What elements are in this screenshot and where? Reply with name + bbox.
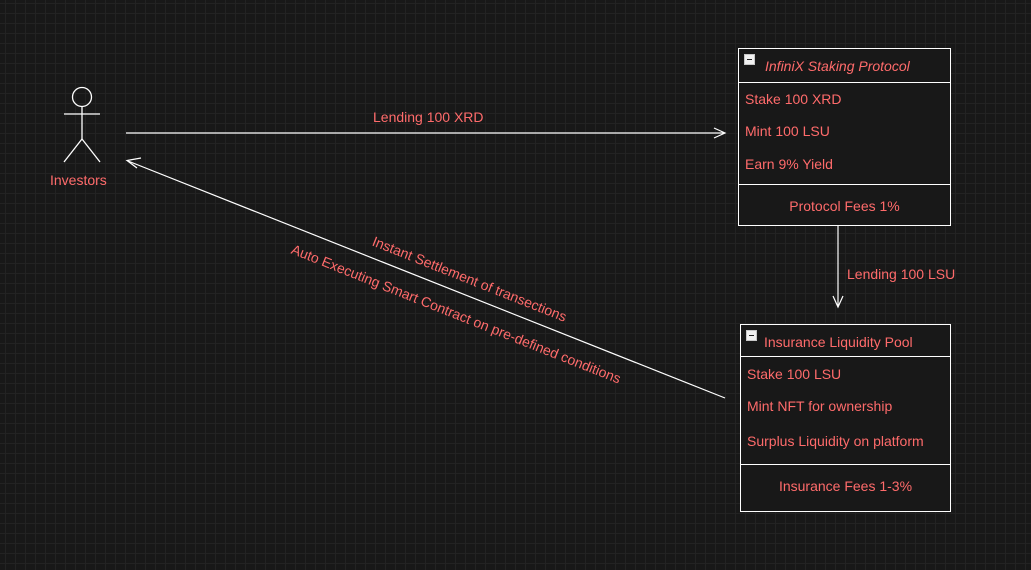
staking-attribute: Earn 9% Yield [745, 156, 833, 172]
insurance-attribute: Surplus Liquidity on platform [747, 433, 924, 449]
insurance-pool-class[interactable]: Insurance Liquidity Pool Stake 100 LSU M… [740, 324, 951, 512]
lending-lsu-label: Lending 100 LSU [847, 266, 956, 282]
actor-head [71, 86, 93, 108]
insurance-fees-method: Insurance Fees 1-3% [778, 478, 913, 494]
lending-lsu-arrow[interactable] [832, 226, 844, 309]
staking-protocol-header: InfiniX Staking Protocol [739, 49, 950, 83]
staking-protocol-title: InfiniX Staking Protocol [765, 58, 910, 74]
actor-left-leg [63, 138, 83, 163]
lending-xrd-label: Lending 100 XRD [373, 109, 484, 125]
staking-protocol-class[interactable]: InfiniX Staking Protocol Stake 100 XRD M… [738, 48, 951, 226]
insurance-divider [741, 464, 950, 465]
collapse-icon[interactable] [744, 54, 755, 65]
staking-divider [739, 184, 950, 185]
actor-right-leg [81, 138, 101, 163]
staking-fees-method: Protocol Fees 1% [789, 198, 900, 214]
settlement-return-arrow[interactable] [125, 157, 726, 399]
staking-attribute: Mint 100 LSU [745, 123, 830, 139]
insurance-pool-title: Insurance Liquidity Pool [764, 334, 913, 350]
insurance-pool-header: Insurance Liquidity Pool [741, 325, 950, 357]
insurance-attribute: Stake 100 LSU [747, 366, 842, 382]
collapse-icon[interactable] [746, 330, 757, 341]
lending-xrd-arrow[interactable] [126, 127, 727, 139]
staking-attribute: Stake 100 XRD [745, 91, 842, 107]
investor-actor-figure[interactable] [63, 86, 101, 163]
insurance-attribute: Mint NFT for ownership [747, 398, 893, 414]
actor-label: Investors [50, 172, 107, 188]
